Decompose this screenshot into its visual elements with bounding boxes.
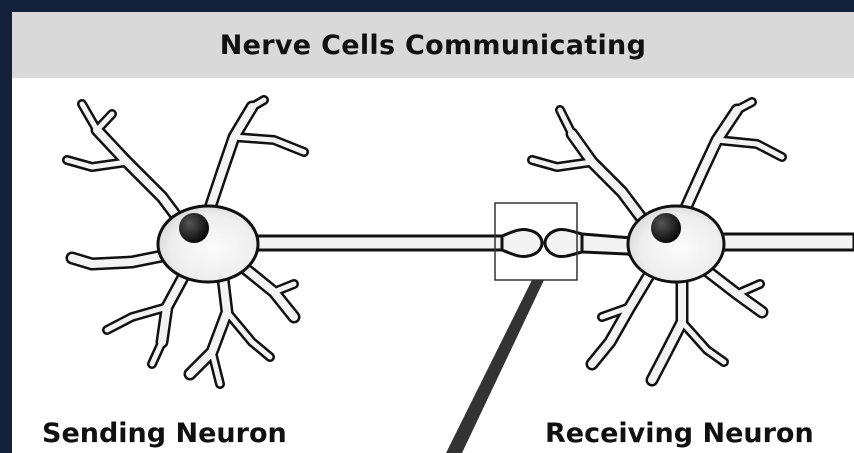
sending-neuron-label: Sending Neuron (42, 418, 287, 449)
zoom-pointer (446, 280, 544, 453)
neuron-diagram (12, 12, 854, 453)
sending-neuron (67, 100, 502, 384)
sending-cell-body (158, 206, 258, 282)
axon-terminal (502, 229, 542, 256)
receiving-neuron-label: Receiving Neuron (545, 418, 814, 449)
sending-nucleus (179, 213, 209, 243)
receiving-axon (712, 234, 854, 250)
receiving-nucleus (651, 213, 681, 243)
sending-axon (242, 236, 502, 250)
synapse (495, 203, 582, 280)
diagram-frame: Nerve Cells Communicating (12, 12, 854, 453)
